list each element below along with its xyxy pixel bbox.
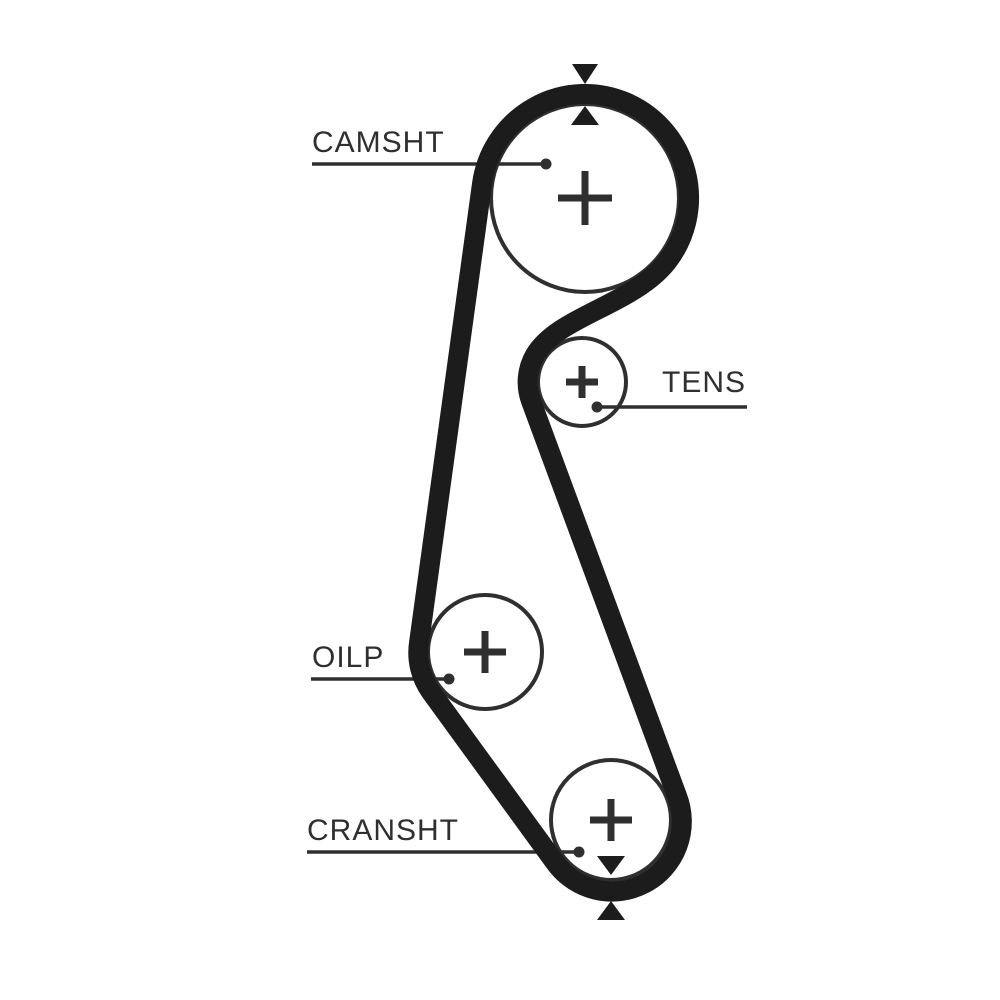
leader-dot-camshaft-icon — [540, 158, 552, 170]
timing-marks — [571, 64, 625, 920]
label-oil-pump: OILP — [312, 641, 384, 674]
pulleys — [426, 102, 681, 882]
timing-mark-top-outer-triangle-down-icon — [572, 64, 598, 84]
leader-dot-crankshaft-icon — [573, 846, 585, 858]
timing-belt — [408, 84, 700, 902]
center-mark-camshaft-plus-icon — [558, 171, 612, 225]
leader-dots — [443, 158, 603, 858]
labels: CAMSHT TENS OILP CRANSHT — [307, 126, 746, 847]
center-marks — [464, 171, 632, 841]
label-crankshaft: CRANSHT — [307, 814, 459, 847]
center-mark-crankshaft-plus-icon — [590, 799, 632, 841]
leader-dot-tensioner-icon — [591, 401, 603, 413]
timing-mark-top-inner-triangle-up-icon — [571, 106, 599, 125]
center-mark-tensioner-plus-icon — [566, 366, 598, 398]
center-mark-oil-pump-plus-icon — [464, 631, 506, 673]
label-camshaft: CAMSHT — [312, 126, 445, 159]
timing-mark-bottom-outer-triangle-up-icon — [597, 901, 625, 920]
leader-dot-oil-pump-icon — [443, 673, 455, 685]
label-tensioner: TENS — [662, 366, 746, 399]
timing-mark-bottom-inner-triangle-down-icon — [597, 856, 625, 875]
